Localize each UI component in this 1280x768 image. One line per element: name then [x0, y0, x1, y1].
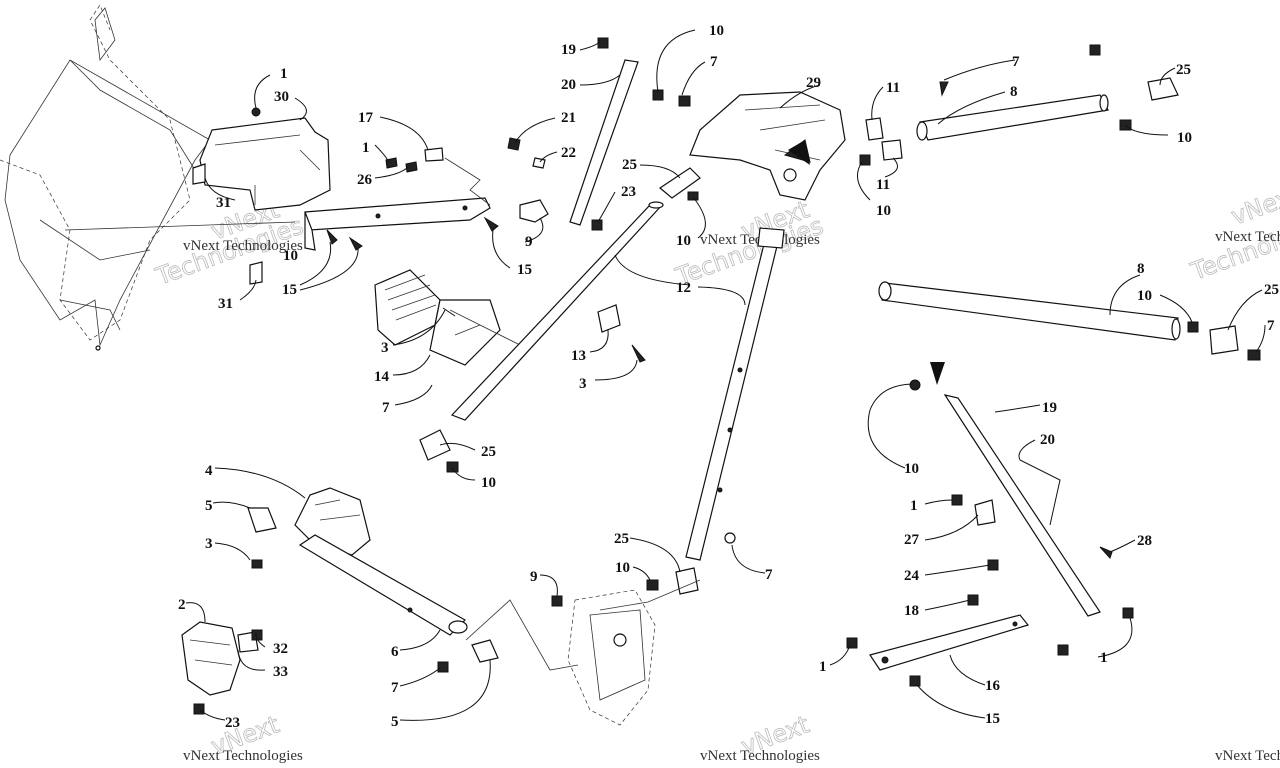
callout-1: 1 — [362, 140, 370, 156]
callout-4: 4 — [205, 463, 213, 479]
heat-shield-30 — [192, 107, 331, 285]
callout-7: 7 — [710, 54, 718, 70]
front-frame-section — [0, 4, 296, 351]
callout-10: 10 — [709, 23, 724, 39]
callout-1: 1 — [280, 66, 288, 82]
callout-19: 19 — [561, 42, 576, 58]
callout-10: 10 — [615, 560, 630, 576]
watermark-text: vNext Technologies — [183, 238, 303, 254]
callout-17: 17 — [358, 110, 374, 126]
callout-28: 28 — [1137, 533, 1152, 549]
callout-31: 31 — [216, 195, 231, 211]
callout-13: 13 — [571, 348, 586, 364]
callout-5: 5 — [205, 498, 213, 514]
callout-25: 25 — [1176, 62, 1191, 78]
watermark-text: vNext Technologies — [1215, 229, 1280, 245]
callout-3: 3 — [205, 536, 213, 552]
callout-24: 24 — [904, 568, 920, 584]
callout-7: 7 — [382, 400, 390, 416]
watermark-brand: vNext — [1227, 180, 1280, 230]
callout-33: 33 — [273, 664, 288, 680]
callout-5: 5 — [391, 714, 399, 730]
lower-center-mount — [437, 579, 701, 726]
callout-10: 10 — [904, 461, 919, 477]
callout-23: 23 — [621, 184, 636, 200]
callout-25: 25 — [622, 157, 637, 173]
control-module-14 — [374, 269, 521, 366]
callout-20: 20 — [561, 77, 576, 93]
callout-29: 29 — [806, 75, 821, 91]
watermark-text: vNext Technologies — [183, 748, 303, 764]
steering-tube-12 — [419, 167, 701, 473]
callout-1: 1 — [910, 498, 918, 514]
lower-tube-8 — [878, 281, 1261, 361]
lower-bar-16 — [869, 614, 1030, 671]
callout-10: 10 — [1137, 288, 1152, 304]
callout-11: 11 — [876, 177, 890, 193]
callout-6: 6 — [391, 644, 399, 660]
callout-7: 7 — [1012, 54, 1020, 70]
watermark-text: vNext Technologies — [700, 748, 820, 764]
upper-cover-29 — [678, 91, 871, 201]
callout-1: 1 — [819, 659, 827, 675]
actuator-motor-2 — [181, 621, 263, 715]
watermark-text: vNext Technologies — [1215, 748, 1280, 764]
callout-7: 7 — [765, 567, 773, 583]
callout-15: 15 — [517, 262, 532, 278]
callout-3: 3 — [579, 376, 587, 392]
callout-26: 26 — [357, 172, 373, 188]
callout-18: 18 — [904, 603, 919, 619]
callout-10: 10 — [283, 248, 298, 264]
lower-strap-20 — [846, 379, 1134, 687]
upper-mount-bracket — [304, 147, 549, 251]
callout-10: 10 — [676, 233, 691, 249]
callout-labels: 1 30 31 31 17 1 26 9 15 15 10 19 20 21 2… — [178, 23, 1279, 731]
callout-27: 27 — [904, 532, 920, 548]
callout-15: 15 — [985, 711, 1000, 727]
callout-19: 19 — [1042, 400, 1057, 416]
callout-16: 16 — [985, 678, 1001, 694]
callout-31: 31 — [218, 296, 233, 312]
callout-23: 23 — [225, 715, 240, 731]
callout-8: 8 — [1010, 84, 1018, 100]
callout-25: 25 — [481, 444, 496, 460]
callout-32: 32 — [273, 641, 288, 657]
clamp-13 — [597, 304, 646, 363]
callout-9: 9 — [525, 234, 533, 250]
callout-11: 11 — [886, 80, 900, 96]
leader-lines — [185, 29, 1266, 721]
callout-7: 7 — [391, 680, 399, 696]
upper-strap-20 — [507, 37, 664, 231]
callout-15: 15 — [282, 282, 297, 298]
callout-2: 2 — [178, 597, 186, 613]
callout-25: 25 — [614, 531, 629, 547]
callout-25: 25 — [1264, 282, 1279, 298]
callout-20: 20 — [1040, 432, 1055, 448]
callout-14: 14 — [374, 369, 390, 385]
callout-21: 21 — [561, 110, 576, 126]
direction-arrow-icon — [788, 140, 810, 165]
callout-10: 10 — [876, 203, 891, 219]
callout-1: 1 — [1100, 650, 1108, 666]
callout-10: 10 — [1177, 130, 1192, 146]
callout-8: 8 — [1137, 261, 1145, 277]
upper-tube-8 — [865, 44, 1179, 161]
callout-9: 9 — [530, 569, 538, 585]
callout-30: 30 — [274, 89, 289, 105]
callout-10: 10 — [481, 475, 496, 491]
direction-arrows — [788, 140, 945, 385]
callout-22: 22 — [561, 145, 576, 161]
callout-7: 7 — [1267, 318, 1275, 334]
callout-12: 12 — [676, 280, 691, 296]
lower-tube-6 — [298, 534, 468, 636]
callout-3: 3 — [381, 340, 389, 356]
direction-arrow-icon — [930, 362, 945, 385]
